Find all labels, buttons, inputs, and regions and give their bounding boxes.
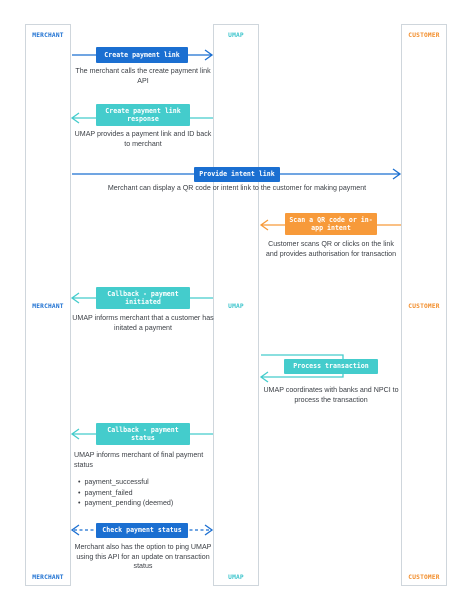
create-payment-link-note: The merchant calls the create payment li… — [75, 67, 211, 85]
payment-status-list: payment_successful payment_failed paymen… — [78, 477, 214, 509]
umap-label-top: UMAP — [228, 32, 244, 39]
customer-lane — [401, 24, 447, 586]
create-payment-link-box: Create payment link — [96, 47, 188, 63]
process-transaction-note: UMAP coordinates with banks and NPCI to … — [263, 386, 399, 404]
provide-intent-link-note: Merchant can display a QR code or intent… — [107, 184, 367, 192]
callback-status-box: Callback - payment status — [96, 423, 190, 445]
umap-label-middle: UMAP — [228, 303, 244, 310]
check-payment-status-note: Merchant also has the option to ping UMA… — [74, 543, 212, 571]
create-link-response-note: UMAP provides a payment link and ID back… — [74, 130, 212, 148]
customer-label-middle: CUSTOMER — [408, 303, 440, 310]
check-payment-status-box: Check payment status — [96, 523, 188, 538]
scan-qr-note: Customer scans QR or clicks on the link … — [265, 240, 397, 258]
create-link-response-box: Create payment link response — [96, 104, 190, 126]
arrowhead-check-status-right — [204, 524, 214, 536]
arrowhead-intent-link — [392, 168, 402, 180]
arrowhead-create-link — [204, 49, 214, 61]
umap-label-bottom: UMAP — [228, 574, 244, 581]
customer-label-bottom: CUSTOMER — [408, 574, 440, 581]
merchant-lane — [25, 24, 71, 586]
status-item-successful: payment_successful — [78, 477, 214, 488]
merchant-label-middle: MERCHANT — [32, 303, 64, 310]
provide-intent-link-box: Provide intent link — [194, 167, 280, 182]
arrowhead-link-response — [70, 112, 80, 124]
arrowhead-callback-status — [70, 428, 80, 440]
merchant-label-top: MERCHANT — [32, 32, 64, 39]
status-item-pending: payment_pending (deemed) — [78, 498, 214, 509]
scan-qr-box: Scan a QR code or in-app intent — [285, 213, 377, 235]
arrowhead-check-status-left — [70, 524, 80, 536]
umap-lane — [213, 24, 259, 586]
merchant-label-bottom: MERCHANT — [32, 574, 64, 581]
customer-label-top: CUSTOMER — [408, 32, 440, 39]
arrowhead-process-transaction — [259, 371, 269, 383]
callback-status-note: UMAP informs merchant of final payment s… — [74, 451, 204, 469]
process-transaction-box: Process transaction — [284, 359, 378, 374]
arrowhead-scan-qr — [259, 219, 269, 231]
status-item-failed: payment_failed — [78, 488, 214, 499]
callback-initiated-box: Callback - payment initiated — [96, 287, 190, 309]
callback-initiated-note: UMAP informs merchant that a customer ha… — [72, 314, 214, 332]
arrowhead-callback-initiated — [70, 292, 80, 304]
